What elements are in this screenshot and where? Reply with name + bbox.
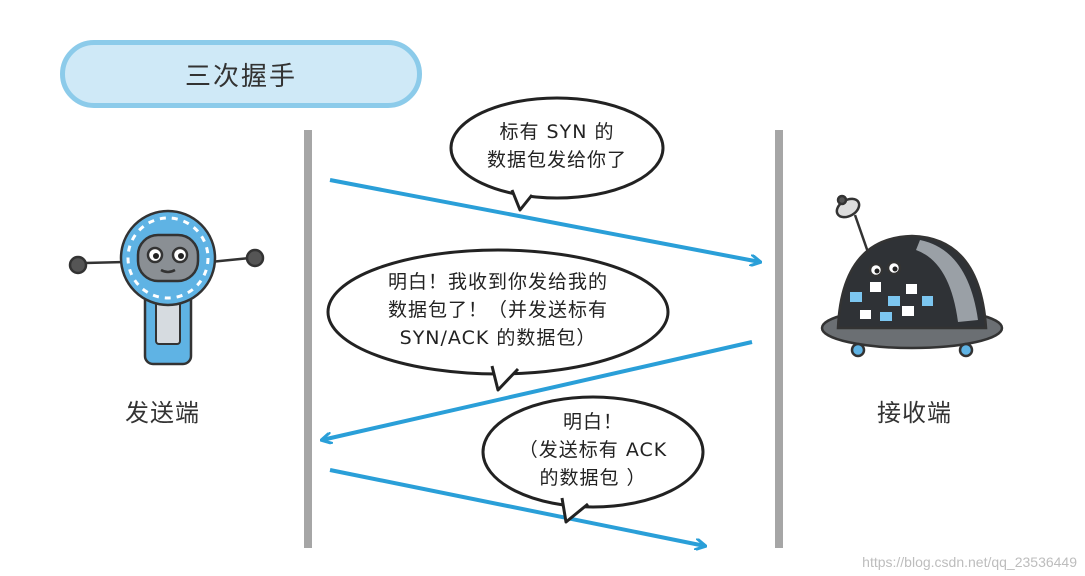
ack-speech-bubble xyxy=(481,395,705,524)
syn-ack-message-line: SYN/ACK 的数据包） xyxy=(399,327,597,349)
receiver-robot-icon xyxy=(820,194,1004,358)
ack-message-line: 明白！ xyxy=(562,411,623,433)
ack-arrow xyxy=(329,468,705,546)
syn-ack-message-line: 数据包了！（并发送标有 xyxy=(387,299,608,321)
syn-ack-speech-bubble xyxy=(326,248,670,392)
syn-ack-message: 明白！我收到你发给我的 数据包了！（并发送标有 SYN/ACK 的数据包） xyxy=(338,268,658,352)
syn-speech-bubble xyxy=(449,96,665,212)
diagram-title: 三次握手 xyxy=(184,61,297,92)
title-box: 三次握手 xyxy=(60,40,422,108)
syn-arrow xyxy=(329,178,760,262)
syn-ack-message-line: 明白！我收到你发给我的 xyxy=(387,271,608,293)
ack-message: 明白！ （发送标有 ACK 的数据包 ） xyxy=(493,408,693,492)
ack-message-line: （发送标有 ACK xyxy=(518,439,668,461)
ack-message-line: 的数据包 ） xyxy=(539,467,647,489)
syn-ack-arrow xyxy=(322,340,753,440)
syn-message-line: 数据包发给你了 xyxy=(486,149,627,171)
receiver-label: 接收端 xyxy=(877,399,952,427)
syn-message: 标有 SYN 的 数据包发给你了 xyxy=(467,118,647,174)
sender-robot-icon xyxy=(68,209,265,366)
sender-label: 发送端 xyxy=(125,399,200,427)
receiver-lifeline xyxy=(775,130,783,548)
sender-lifeline xyxy=(304,130,312,548)
syn-message-line: 标有 SYN 的 xyxy=(499,121,615,143)
watermark: https://blog.csdn.net/qq_23536449 xyxy=(862,554,1077,570)
